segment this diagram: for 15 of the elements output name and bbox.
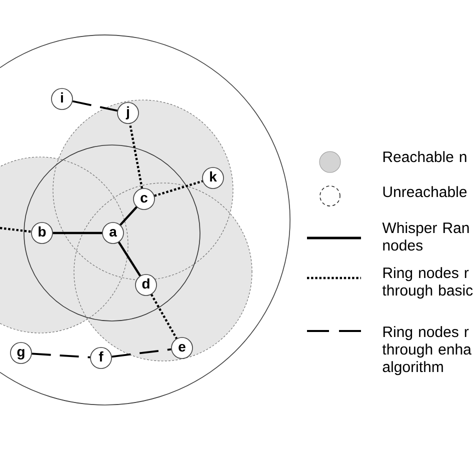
dotted-line	[128, 124, 144, 188]
solid-line	[120, 206, 138, 226]
dotted-line	[150, 294, 178, 340]
dotted-line	[154, 180, 203, 197]
dashed-line	[32, 352, 90, 358]
dotted-line	[0, 226, 32, 233]
legend-text: Whisper Ran nodes	[382, 222, 469, 251]
solid-line	[52, 232, 102, 234]
solid-line	[118, 242, 142, 276]
legend-text: Reachable n	[383, 151, 466, 162]
legend-text: Ring nodes r through basic	[382, 267, 473, 299]
legend-text: Ring nodes r through enha algorithm	[382, 326, 472, 376]
dashed-line	[72, 100, 118, 112]
dashed-line	[112, 348, 172, 358]
legend-text: Unreachable	[383, 186, 467, 198]
